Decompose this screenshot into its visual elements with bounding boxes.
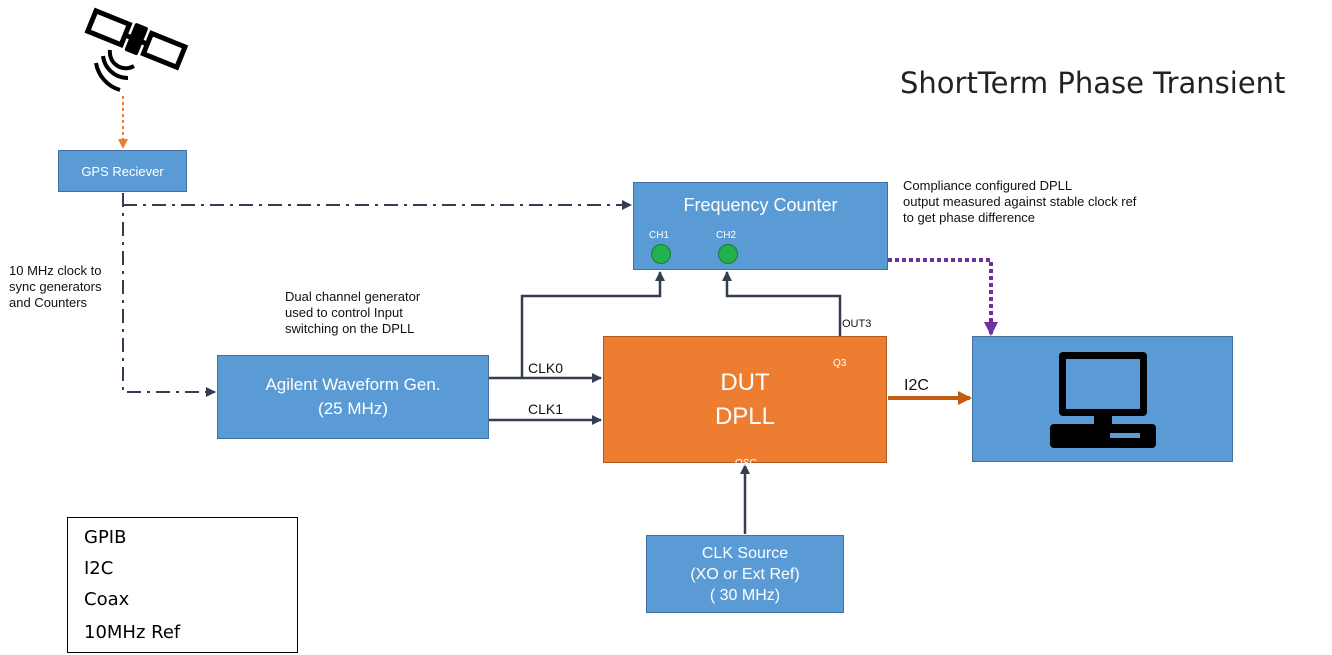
pc-block xyxy=(972,336,1233,462)
frequency-counter-block: Frequency Counter CH1 CH2 xyxy=(633,182,888,270)
ch1-connector xyxy=(651,244,671,264)
clk1-label: CLK1 xyxy=(528,401,564,417)
frequency-counter-label: Frequency Counter xyxy=(683,195,838,215)
legend-label-i2c: I2C xyxy=(84,558,114,579)
ref-line-gps-to-generator xyxy=(122,193,216,397)
clk-source-block: CLK Source (XO or Ext Ref) ( 30 MHz) xyxy=(646,535,844,613)
ch1-label: CH1 xyxy=(649,230,670,241)
gpib-line xyxy=(888,258,998,336)
i2c-signal-label: I2C xyxy=(904,377,929,394)
waveform-generator-block: Agilent Waveform Gen. (25 MHz) xyxy=(217,355,489,439)
compliance-note-line: to get phase difference xyxy=(903,210,1036,225)
page-title: ShortTerm Phase Transient xyxy=(900,66,1286,100)
waveform-generator-name: Agilent Waveform Gen. xyxy=(265,375,441,394)
sync-note-line: sync generators xyxy=(9,279,102,294)
clk-source-type: (XO or Ext Ref) xyxy=(690,565,800,583)
clk0-label: CLK0 xyxy=(528,360,564,376)
q3-port-label: Q3 xyxy=(833,358,847,369)
legend: GPIB I2C Coax 10MHz Ref xyxy=(67,517,298,653)
dut-dpll-block: DUT DPLL Q3 OSC xyxy=(603,336,887,469)
generator-note: Dual channel generator used to control I… xyxy=(285,289,420,337)
dut-label: DUT xyxy=(720,368,770,396)
sync-note-line: 10 MHz clock to xyxy=(9,263,102,278)
gps-receiver-label: GPS Reciever xyxy=(81,163,164,179)
generator-note-line: Dual channel generator xyxy=(285,289,421,304)
generator-note-line: switching on the DPLL xyxy=(285,321,415,336)
sync-note-line: and Counters xyxy=(9,295,88,310)
out3-to-ch2-line xyxy=(722,271,842,336)
clk0-to-ch1-line xyxy=(520,271,665,378)
dpll-label: DPLL xyxy=(714,402,776,430)
generator-note-line: used to control Input xyxy=(285,305,403,320)
clk-source-freq: ( 30 MHz) xyxy=(709,586,781,604)
legend-label-gpib: GPIB xyxy=(84,527,127,548)
legend-label-coax: Coax xyxy=(84,589,130,610)
compliance-note: Compliance configured DPLL output measur… xyxy=(903,178,1136,226)
gps-receiver-block: GPS Reciever xyxy=(58,150,187,192)
legend-label-10mhz-ref: 10MHz Ref xyxy=(84,622,181,643)
out3-label: OUT3 xyxy=(842,318,872,330)
sync-note: 10 MHz clock to sync generators and Coun… xyxy=(9,263,102,311)
computer-monitor-icon xyxy=(1049,351,1156,448)
satellite-icon xyxy=(84,7,189,92)
compliance-note-line: Compliance configured DPLL xyxy=(903,178,1073,193)
compliance-note-line: output measured against stable clock ref xyxy=(903,194,1137,209)
clk-source-name: CLK Source xyxy=(701,544,789,562)
ch2-label: CH2 xyxy=(716,230,737,241)
ch2-connector xyxy=(718,244,738,264)
osc-port-label: OSC xyxy=(735,458,757,469)
waveform-generator-freq: (25 MHz) xyxy=(318,399,388,418)
